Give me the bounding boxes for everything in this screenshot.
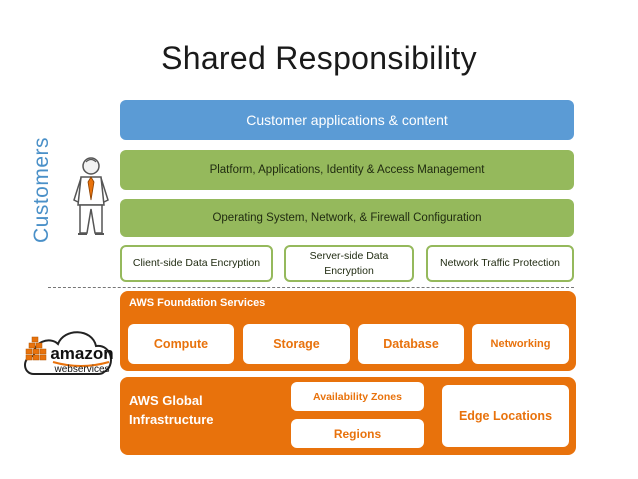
logo-word-amazon: amazon: [50, 344, 113, 363]
database-box: Database: [358, 324, 464, 364]
person-icon: [73, 157, 109, 235]
foundation-services-label: AWS Foundation Services: [129, 297, 266, 309]
server-encryption-box: Server-side Data Encryption: [284, 245, 414, 282]
logo-word-webservices: webservices: [53, 364, 109, 375]
global-infrastructure-label: AWS Global Infrastructure: [129, 393, 214, 427]
storage-box: Storage: [243, 324, 350, 364]
customers-label: Customers: [27, 135, 57, 245]
aws-logo: amazon webservices: [24, 331, 114, 375]
client-encryption-box: Client-side Data Encryption: [120, 245, 273, 282]
availability-zones-box: Availability Zones: [291, 382, 424, 411]
regions-box: Regions: [291, 419, 424, 448]
network-protection-box: Network Traffic Protection: [426, 245, 574, 282]
networking-box: Networking: [472, 324, 569, 364]
os-layer: Operating System, Network, & Firewall Co…: [120, 199, 574, 237]
customers-label-text: Customers: [30, 136, 53, 244]
page-title: Shared Responsibility: [161, 40, 477, 76]
customer-applications-layer: Customer applications & content: [120, 100, 574, 140]
compute-box: Compute: [128, 324, 234, 364]
platform-layer: Platform, Applications, Identity & Acces…: [120, 150, 574, 190]
responsibility-divider: [48, 287, 574, 288]
edge-locations-box: Edge Locations: [442, 385, 569, 447]
